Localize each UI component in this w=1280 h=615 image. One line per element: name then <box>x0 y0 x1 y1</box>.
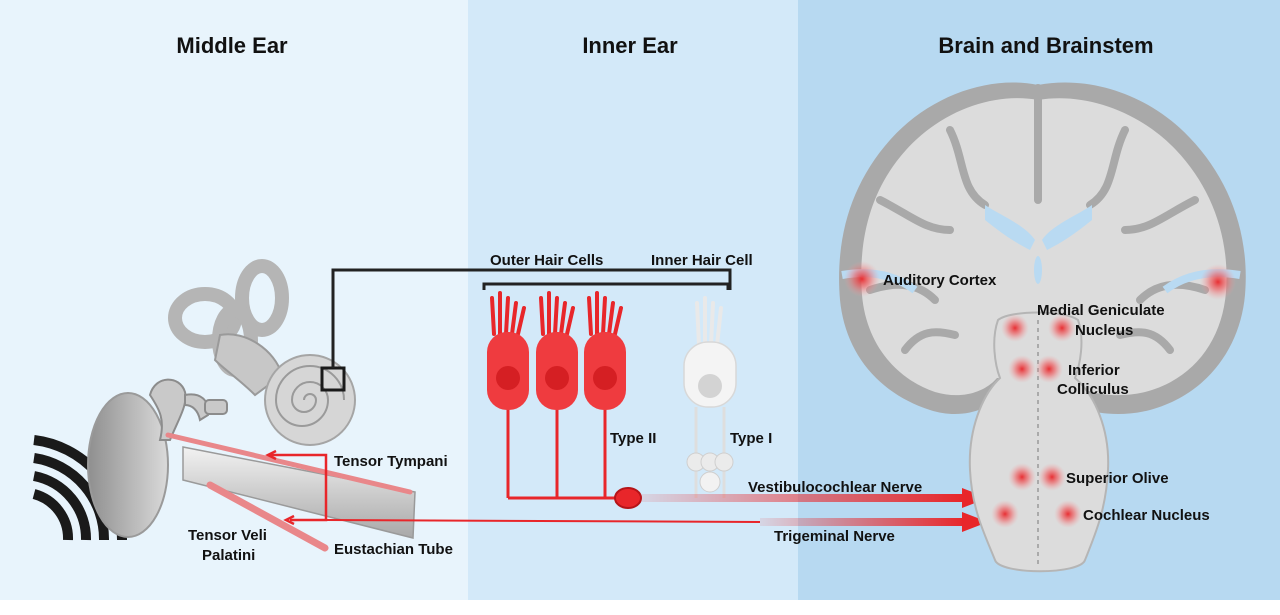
label-tensor-tympani: Tensor Tympani <box>334 453 448 470</box>
label-eustachian-tube: Eustachian Tube <box>334 541 453 558</box>
brain-coronal-section-icon <box>839 82 1246 573</box>
brain-title: Brain and Brainstem <box>938 33 1153 58</box>
glow-ic-right <box>1035 355 1063 383</box>
outer-hair-cell-2 <box>536 291 578 410</box>
inner-ear-title: Inner Ear <box>582 33 678 58</box>
label-auditory-cortex: Auditory Cortex <box>883 272 997 289</box>
cochlea-icon <box>264 354 356 446</box>
trigeminal-nerve-arrow <box>325 512 988 532</box>
glow-cn-right <box>1054 500 1082 528</box>
middle-ear-title: Middle Ear <box>176 33 288 58</box>
glow-so-right <box>1038 463 1066 491</box>
glow-mgn-right <box>1048 314 1076 342</box>
eardrum-icon <box>87 392 169 538</box>
ossicles-icon <box>148 378 228 441</box>
label-inferior-colliculus-2: Colliculus <box>1057 381 1129 398</box>
type-ii-neuron-soma <box>614 487 642 509</box>
label-outer-hair-cells: Outer Hair Cells <box>490 252 603 269</box>
inner-hair-cell <box>683 296 737 498</box>
label-superior-olive: Superior Olive <box>1066 470 1169 487</box>
hair-cell-bracket <box>482 282 730 290</box>
label-type-i: Type I <box>730 430 772 447</box>
label-medial-geniculate-2: Nucleus <box>1075 322 1133 339</box>
label-tensor-veli-1: Tensor Veli <box>188 527 267 544</box>
label-tensor-veli-2: Palatini <box>202 547 255 564</box>
glow-ic-left <box>1008 355 1036 383</box>
label-medial-geniculate-1: Medial Geniculate <box>1037 302 1165 319</box>
glow-so-left <box>1008 463 1036 491</box>
label-trigeminal-nerve: Trigeminal Nerve <box>774 528 895 545</box>
outer-hair-cell-1 <box>487 291 529 410</box>
glow-auditory-cortex-left <box>844 261 880 297</box>
zoom-connector-line <box>331 268 732 368</box>
type-ii-afferent-fibers <box>506 410 615 500</box>
glow-mgn-left <box>1001 314 1029 342</box>
outer-hair-cell-3 <box>584 291 626 410</box>
tensor-veli-palatini-muscle <box>206 481 329 552</box>
inner-ear-panel <box>468 0 798 600</box>
label-inferior-colliculus-1: Inferior <box>1068 362 1120 379</box>
trigeminal-connector <box>265 449 328 526</box>
label-cochlear-nucleus: Cochlear Nucleus <box>1083 507 1210 524</box>
glow-auditory-cortex-right <box>1200 264 1236 300</box>
label-inner-hair-cell: Inner Hair Cell <box>651 252 753 269</box>
tensor-tympani-muscle <box>165 432 413 495</box>
glow-cn-left <box>991 500 1019 528</box>
label-vestibulocochlear-nerve: Vestibulocochlear Nerve <box>748 479 922 496</box>
label-type-ii: Type II <box>610 430 656 447</box>
